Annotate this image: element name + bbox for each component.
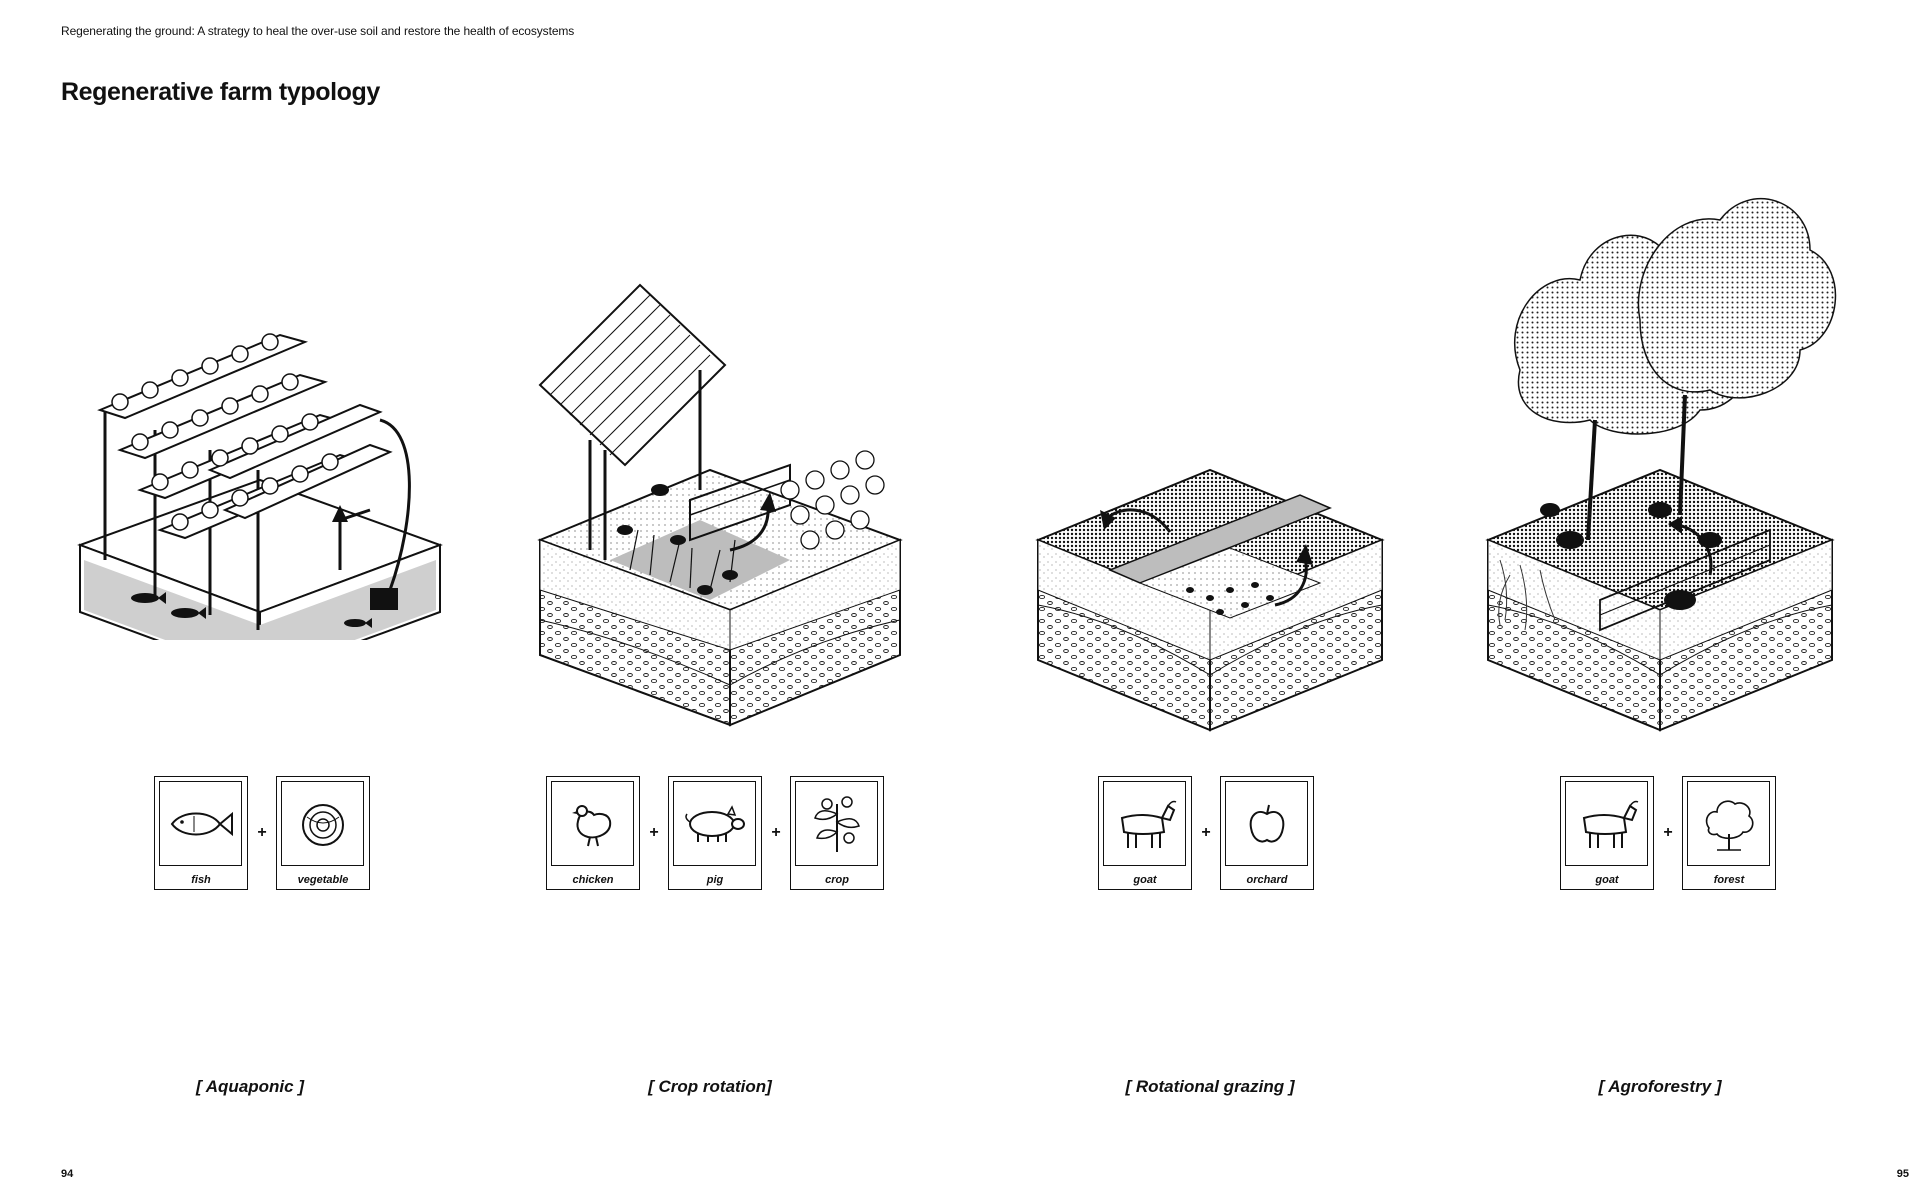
card-label: orchard (1246, 874, 1288, 886)
card-goat: goat (1560, 776, 1654, 890)
plus-sign: + (649, 824, 659, 841)
card-label: vegetable (297, 874, 349, 886)
card-label: chicken (572, 874, 614, 886)
card-forest: forest (1682, 776, 1776, 890)
plus-sign: + (1201, 824, 1211, 841)
card-chicken: chicken (546, 776, 640, 890)
card-label: goat (1595, 874, 1619, 886)
fish-icon (170, 811, 233, 836)
aquaponic-cards: fish + vegetable (154, 774, 370, 892)
card-label: goat (1133, 874, 1157, 886)
vegetable-icon (301, 803, 344, 846)
rotational-grazing-illustration (1035, 468, 1385, 732)
card-goat: goat (1098, 776, 1192, 890)
agroforestry-cards: goat + forest (1560, 774, 1776, 892)
card-fish: fish (154, 776, 248, 890)
caption-rotational-grazing: [ Rotational grazing ] (1125, 1077, 1295, 1096)
crop-icon (813, 795, 860, 852)
caption-agroforestry: [ Agroforestry ] (1598, 1077, 1722, 1096)
page-number-left: 94 (61, 1168, 74, 1180)
crop-rotation-illustration (537, 283, 903, 727)
plus-sign: + (1663, 824, 1673, 841)
aquaponic-illustration (77, 333, 443, 640)
running-title: Regenerating the ground: A strategy to h… (61, 24, 575, 38)
agroforestry-illustration (1485, 198, 1837, 732)
caption-aquaponic: [ Aquaponic ] (196, 1077, 304, 1096)
plus-sign: + (257, 824, 267, 841)
card-label: fish (191, 874, 211, 886)
rotational-grazing-cards: goat + orchard (1098, 774, 1314, 892)
card-label: forest (1713, 874, 1745, 886)
pig-icon (684, 804, 745, 842)
goat-icon (1582, 800, 1638, 848)
page-number-right: 95 (1896, 1168, 1909, 1180)
chicken-icon (571, 804, 611, 846)
card-label: crop (825, 874, 849, 886)
crop-rotation-cards: chicken + pig + (546, 774, 884, 892)
tree-icon (1705, 799, 1754, 851)
apple-icon (1249, 804, 1284, 842)
page-title: Regenerative farm typology (61, 78, 380, 106)
card-label: pig (706, 874, 724, 886)
goat-icon (1120, 800, 1176, 848)
caption-crop-rotation: [ Crop rotation] (648, 1077, 772, 1096)
plus-sign: + (771, 824, 781, 841)
card-crop: crop (790, 776, 884, 890)
card-orchard: orchard (1220, 776, 1314, 890)
card-vegetable: vegetable (276, 776, 370, 890)
card-pig: pig (668, 776, 762, 890)
